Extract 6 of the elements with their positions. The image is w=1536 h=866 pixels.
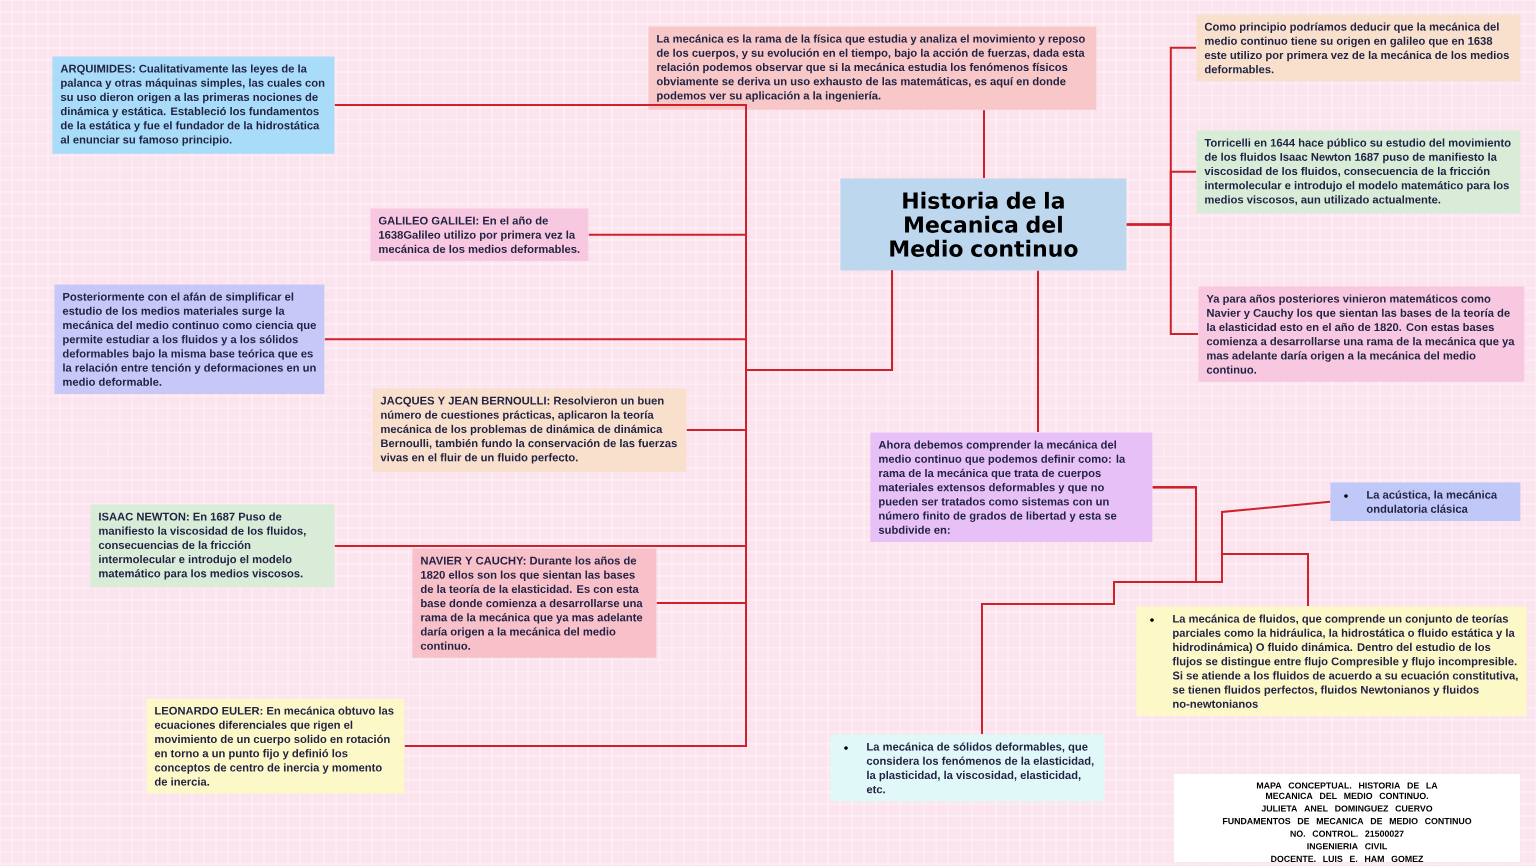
connector-line [403,269,893,748]
title-box: Historia de la Mecanica del Medio continuo [840,178,1127,271]
connector-line [983,109,985,179]
connector-line [981,486,1197,735]
connector-line [1037,269,1039,433]
connector-line [1125,223,1199,336]
